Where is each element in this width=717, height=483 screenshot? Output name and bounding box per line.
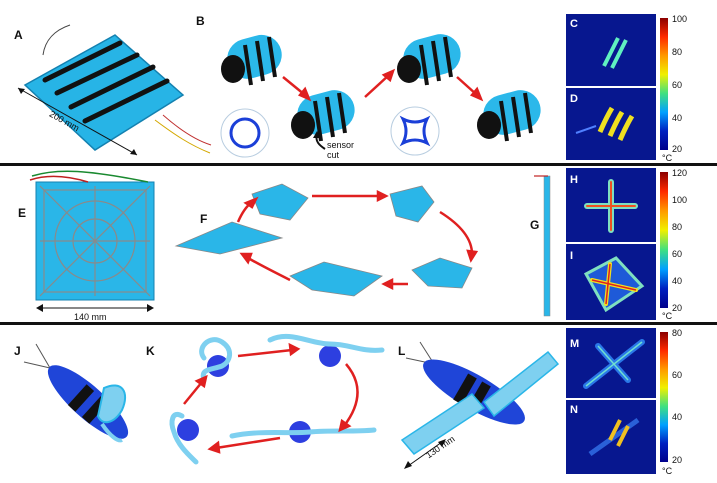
panel-e-dimension-arrow (36, 304, 154, 312)
panel-m-thermal-image (566, 328, 656, 398)
panel-b-cylinder-sequence (220, 34, 541, 158)
panel-label-g: G (530, 218, 540, 232)
colorbar-3-tick: 40 (672, 412, 683, 422)
colorbar-2-tick: 120 (672, 168, 688, 178)
panel-d-thermal-image (566, 88, 656, 160)
panel-b-sensor-cut-label: sensor cut (327, 140, 355, 160)
panel-a-fabric-sheet (23, 24, 212, 154)
colorbar-1-tick: 80 (672, 47, 683, 57)
panel-label-c: C (570, 18, 578, 30)
colorbar-2-tick: 40 (672, 276, 683, 286)
colorbar-1-tick: 100 (672, 14, 688, 24)
colorbar-1 (660, 18, 668, 150)
colorbar-1-unit: °C (662, 153, 673, 163)
panel-label-b: B (196, 14, 205, 28)
colorbar-1-tick: 60 (672, 80, 683, 90)
panel-g-side-view (534, 175, 551, 317)
colorbar-2-tick: 20 (672, 303, 683, 313)
colorbar-2-tick: 100 (672, 195, 688, 205)
panel-i-thermal-image (566, 244, 656, 320)
panel-l-aircraft (400, 341, 560, 469)
colorbar-2-unit: °C (662, 311, 673, 321)
panel-j-aircraft (23, 343, 129, 443)
panel-h-thermal-image (566, 168, 656, 242)
panel-label-i: I (570, 250, 574, 262)
panel-a-dimension-arrow (17, 87, 138, 156)
panel-label-l: L (398, 344, 406, 358)
colorbar-2-tick: 80 (672, 222, 683, 232)
panel-n-thermal-image (566, 400, 656, 474)
panel-label-h: H (570, 174, 578, 186)
colorbar-2 (660, 172, 668, 308)
panel-label-m: M (570, 338, 580, 350)
panel-f-folding-sequence (174, 183, 479, 297)
panel-label-k: K (146, 344, 155, 358)
panel-label-f: F (200, 212, 208, 226)
panel-label-e: E (18, 206, 27, 220)
colorbar-1-tick: 40 (672, 113, 683, 123)
colorbar-3-tick: 20 (672, 455, 683, 465)
panel-k-deploy-sequence (169, 333, 385, 465)
colorbar-3-unit: °C (662, 466, 673, 476)
panel-label-j: J (14, 344, 21, 358)
colorbar-1-tick: 20 (672, 144, 683, 154)
panel-label-a: A (14, 28, 23, 42)
panel-c-thermal-image (566, 14, 656, 86)
panel-label-d: D (570, 93, 578, 105)
panel-e-width-label: 140 mm (74, 312, 107, 322)
colorbar-2-tick: 60 (672, 249, 683, 259)
row-separator-1 (0, 163, 717, 166)
panel-label-n: N (570, 404, 578, 416)
row-separator-2 (0, 322, 717, 325)
colorbar-3-tick: 60 (672, 370, 683, 380)
panel-e-square-fabric (29, 170, 155, 301)
colorbar-3 (660, 332, 668, 462)
colorbar-3-tick: 80 (672, 328, 683, 338)
